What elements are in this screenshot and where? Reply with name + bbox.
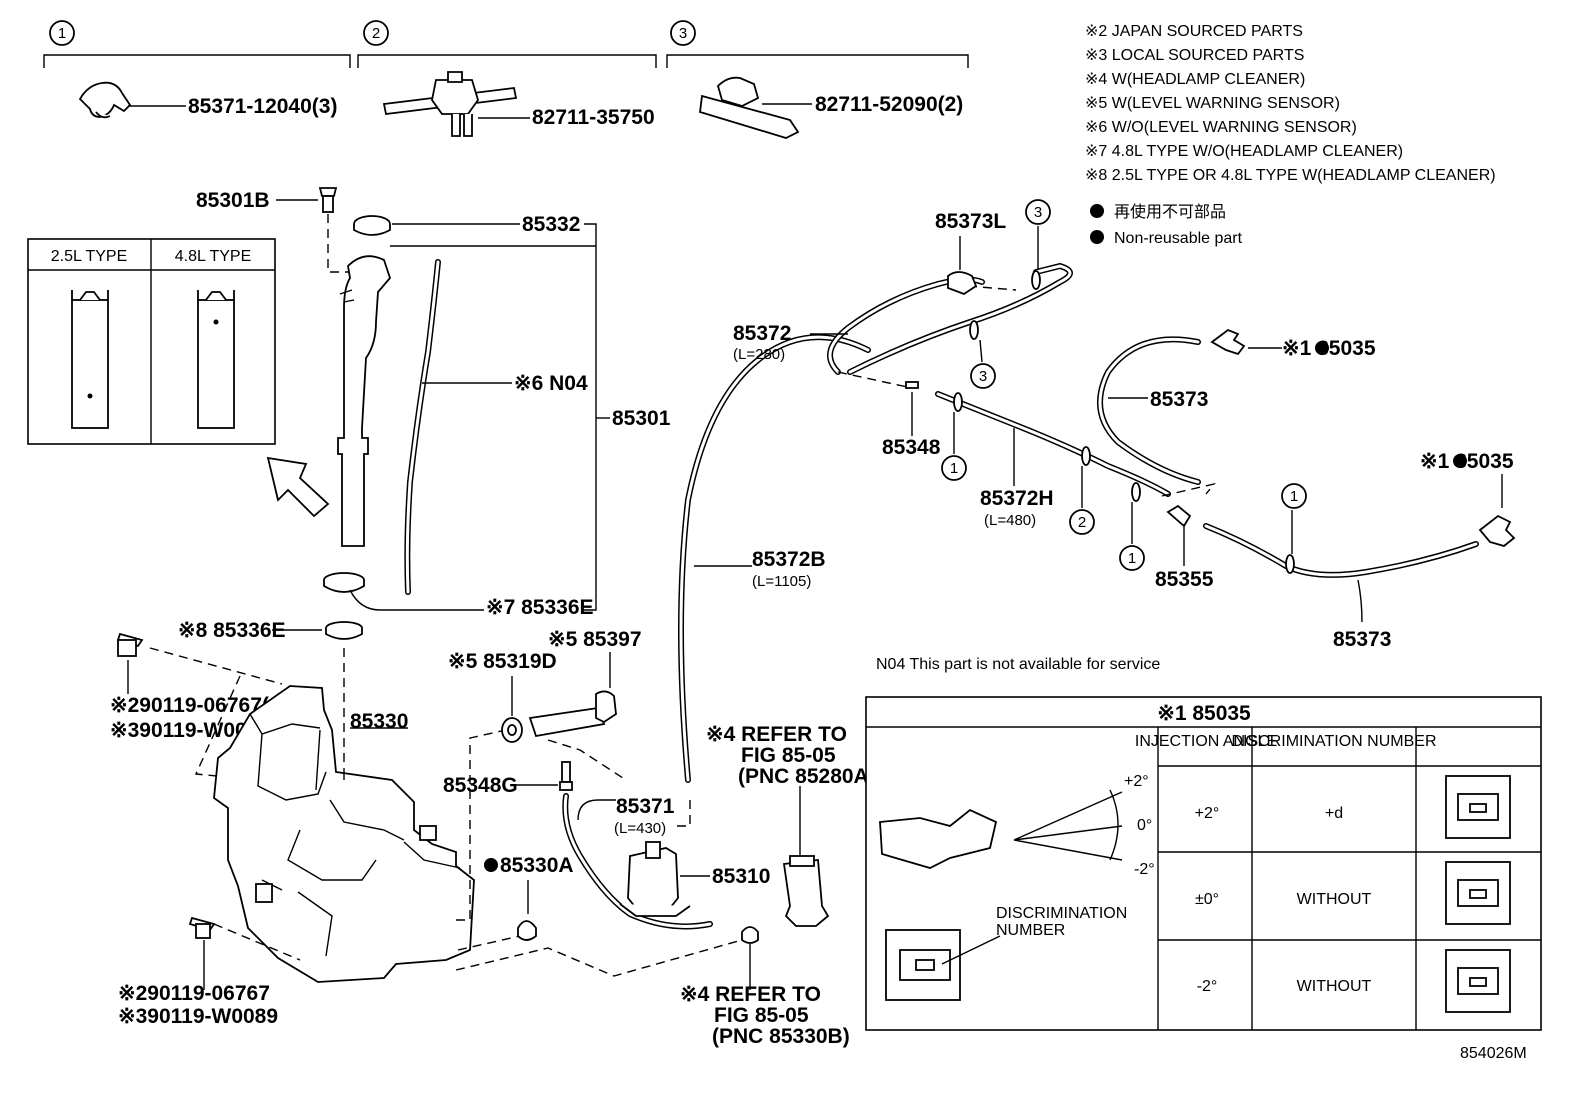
part-label-85371: 85371 <box>616 795 675 818</box>
headlamp-hose-network: 85373L 3 3 85372 (L=280) 85348 1 85372H … <box>733 199 1516 651</box>
header-discrimination-number: DISCRIMINATION NUMBER <box>1231 733 1436 750</box>
svg-text:1: 1 <box>1290 488 1298 505</box>
part-label-90119-06767-2: ※290119-06767(2) <box>110 694 288 717</box>
svg-text:3: 3 <box>1034 204 1042 221</box>
part-label-85371-12040: 85371-12040(3) <box>188 95 337 118</box>
part-label-85372: 85372 <box>733 322 791 345</box>
filler-neck-assembly: 85301B 85332 85301 ※6 N04 ※7 85336E ※8 8… <box>178 187 671 770</box>
part-label-85319D: ※5 85319D <box>448 650 557 673</box>
svg-text:Non-reusable part: Non-reusable part <box>1114 230 1243 247</box>
direction-arrow-icon <box>266 456 330 518</box>
pump-sensor-group: ※5 85319D ※5 85397 85348G 85371 (L=430) … <box>443 628 830 990</box>
part-label-85330A: 85330A <box>500 854 574 877</box>
part-label-82711-52090: 82711-52090(2) <box>815 93 963 116</box>
svg-text:※4 REFER TO: ※4 REFER TO <box>706 723 847 746</box>
discrimination-connector-icon: DISCRIMINATION NUMBER <box>885 905 1127 1001</box>
refer-to-2: ※4 REFER TO FIG 85-05 (PNC 85330B) <box>680 983 850 1048</box>
non-reusable-dot-icon <box>1090 230 1104 244</box>
svg-text:(L=280): (L=280) <box>733 346 785 363</box>
part-label-85372H: 85372H <box>980 487 1054 510</box>
svg-text:(PNC 85330B): (PNC 85330B) <box>712 1025 850 1048</box>
row-disc: WITHOUT <box>1297 891 1372 908</box>
part-label-85301: 85301 <box>612 407 671 430</box>
non-reusable-dot-icon <box>1315 341 1329 355</box>
svg-text:FIG 85-05: FIG 85-05 <box>741 744 836 767</box>
part-label-85330: 85330 <box>350 710 408 733</box>
n04-note: N04 This part is not available for servi… <box>876 656 1160 673</box>
table-title: ※1 85035 <box>1157 702 1251 725</box>
part-label-85332: 85332 <box>522 213 580 236</box>
type-2.5l-label: 2.5L TYPE <box>51 248 128 265</box>
svg-text:(PNC 85280A): (PNC 85280A) <box>738 765 876 788</box>
row-disc: +d <box>1325 805 1343 822</box>
svg-text:※8 2.5L TYPE OR 4.8L TYPE W(HE: ※8 2.5L TYPE OR 4.8L TYPE W(HEADLAMP CLE… <box>1085 167 1496 184</box>
part-label-85348G: 85348G <box>443 774 518 797</box>
washer-tank: ※290119-06767(2) ※390119-W0089(2) 85330 … <box>110 632 743 1028</box>
svg-text:※4 REFER TO: ※4 REFER TO <box>680 983 821 1006</box>
clip-part-icon <box>78 81 132 118</box>
part-label-85310: 85310 <box>712 865 770 888</box>
svg-text:(L=480): (L=480) <box>984 512 1036 529</box>
svg-text:※4 W(HEADLAMP CLEANER): ※4 W(HEADLAMP CLEANER) <box>1085 71 1305 88</box>
row-disc: WITHOUT <box>1297 978 1372 995</box>
svg-text:3: 3 <box>679 25 687 42</box>
non-reusable-dot-icon <box>484 858 498 872</box>
svg-text:※6 W/O(LEVEL WARNING SENSOR): ※6 W/O(LEVEL WARNING SENSOR) <box>1085 119 1357 136</box>
svg-text:(L=430): (L=430) <box>614 820 666 837</box>
svg-text:1: 1 <box>58 25 66 42</box>
row-angle: +2° <box>1195 805 1220 822</box>
svg-text:※3 LOCAL SOURCED PARTS: ※3 LOCAL SOURCED PARTS <box>1085 47 1304 64</box>
part-label-85355: 85355 <box>1155 568 1214 591</box>
hose-85372B: 85372B (L=1105) <box>678 334 871 783</box>
part-label-85373L: 85373L <box>935 210 1006 233</box>
svg-text:再使用不可部品: 再使用不可部品 <box>1114 203 1226 221</box>
nozzle-connector-icon <box>1445 775 1511 1013</box>
type-box: 2.5L TYPE 4.8L TYPE <box>27 238 276 445</box>
part-label-90119-06767: ※290119-06767 <box>118 982 270 1005</box>
svg-text:(L=1105): (L=1105) <box>752 573 811 590</box>
non-reusable-dot-icon <box>1090 204 1104 218</box>
bracket-1: 1 85371-12040(3) <box>43 20 351 119</box>
part-label-85372B: 85372B <box>752 548 826 571</box>
svg-text:FIG 85-05: FIG 85-05 <box>714 1004 809 1027</box>
non-reusable-dot-icon <box>1453 454 1467 468</box>
legend: 再使用不可部品 Non-reusable part <box>1090 203 1243 247</box>
hose-clip-part-icon <box>699 94 800 139</box>
bracket-3: 3 82711-52090(2) <box>666 20 969 139</box>
svg-text:1: 1 <box>1128 550 1136 567</box>
part-label-85348: 85348 <box>882 436 941 459</box>
svg-text:2: 2 <box>1078 514 1086 531</box>
svg-text:※7 4.8L TYPE W/O(HEADLAMP CLEA: ※7 4.8L TYPE W/O(HEADLAMP CLEANER) <box>1085 143 1403 160</box>
type-4.8l-label: 4.8L TYPE <box>175 248 252 265</box>
part-label-85397: ※5 85397 <box>548 628 642 651</box>
refer-to-1: ※4 REFER TO FIG 85-05 (PNC 85280A) <box>706 723 876 788</box>
part-label-82711-35750: 82711-35750 <box>532 106 655 129</box>
part-label-N04: ※6 N04 <box>514 372 588 395</box>
part-label-85373-b: 85373 <box>1333 628 1391 651</box>
part-label-85336E-7: ※7 85336E <box>486 596 594 619</box>
svg-text:NUMBER: NUMBER <box>996 922 1065 939</box>
svg-text:0°: 0° <box>1137 817 1152 834</box>
notes-list: ※2 JAPAN SOURCED PARTS ※3 LOCAL SOURCED … <box>1085 23 1496 184</box>
part-label-85336E-8: ※8 85336E <box>178 619 286 642</box>
header-injection-angle: INJECTION ANGLE <box>1135 733 1277 750</box>
part-label-85301B: 85301B <box>196 189 270 212</box>
svg-text:-2°: -2° <box>1134 861 1155 878</box>
svg-text:2: 2 <box>372 25 380 42</box>
figure-code: 854026M <box>1460 1045 1527 1062</box>
nozzle-angle-icon: +2° 0° -2° <box>879 773 1155 878</box>
svg-text:1: 1 <box>950 460 958 477</box>
part-label-85373-a: 85373 <box>1150 388 1208 411</box>
svg-text:3: 3 <box>979 368 987 385</box>
svg-text:DISCRIMINATION: DISCRIMINATION <box>996 905 1127 922</box>
svg-text:※5 W(LEVEL WARNING SENSOR): ※5 W(LEVEL WARNING SENSOR) <box>1085 95 1340 112</box>
bracket-2: 2 82711-35750 <box>357 20 657 137</box>
part-label-90119-W0089: ※390119-W0089 <box>118 1005 278 1028</box>
svg-text:+2°: +2° <box>1124 773 1149 790</box>
row-angle: -2° <box>1197 978 1218 995</box>
svg-text:※2 JAPAN SOURCED PARTS: ※2 JAPAN SOURCED PARTS <box>1085 23 1303 40</box>
nozzle-table: ※1 85035 INJECTION ANGLE DISCRIMINATION … <box>865 696 1542 1031</box>
row-angle: ±0° <box>1195 891 1219 908</box>
